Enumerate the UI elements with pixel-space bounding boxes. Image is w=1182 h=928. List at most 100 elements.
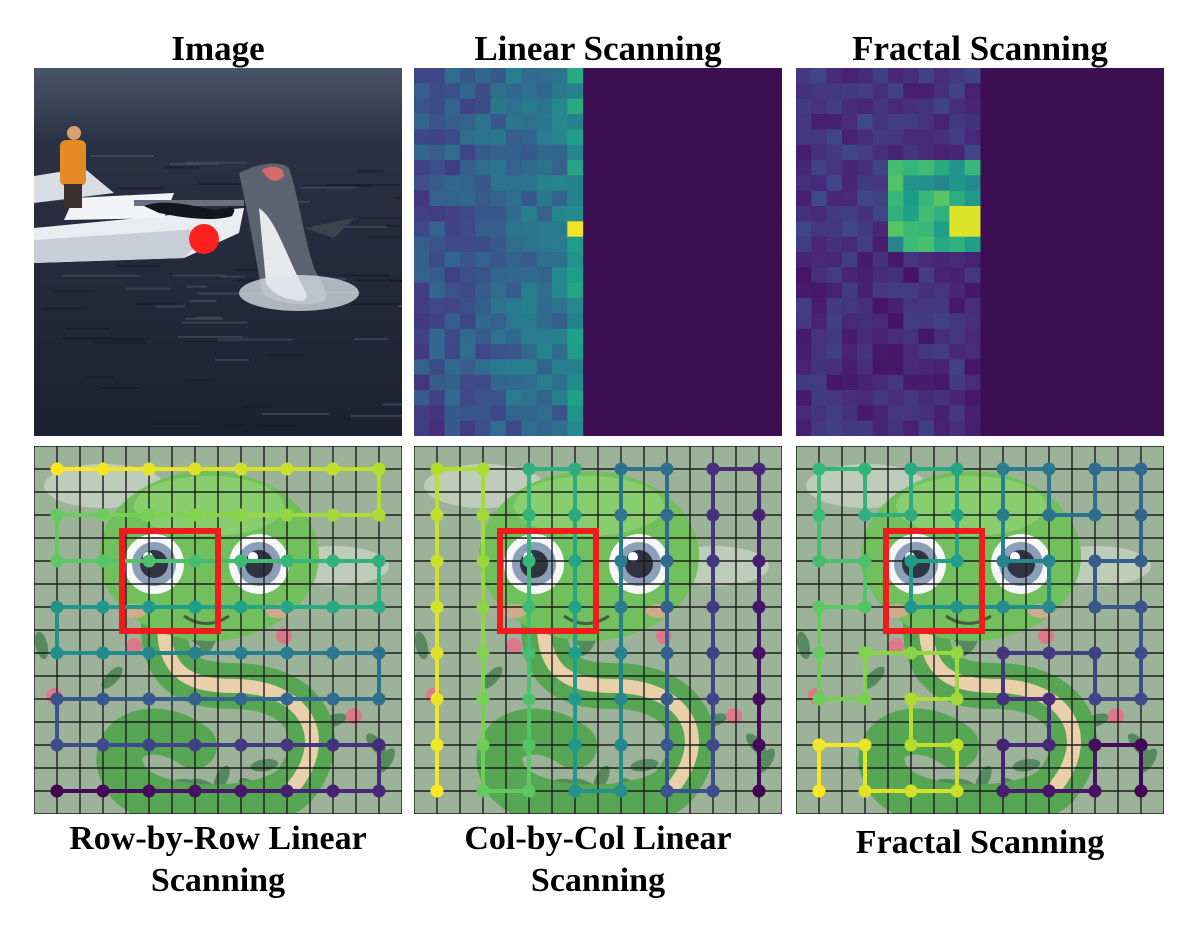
heatmap-cell [872,313,889,330]
heatmap-cell [429,98,446,115]
heatmap-cell [888,129,904,146]
heatmap-cell [842,359,858,376]
heatmap-cell [903,282,920,299]
heatmap-cell [552,206,568,222]
heatmap-cell [414,144,430,161]
title-fractal-scanning: Fractal Scanning [852,29,1108,68]
heatmap-cell [536,405,553,422]
heatmap-cell [888,359,904,376]
heatmap-cell [552,298,568,314]
title-image: Image [171,29,265,68]
heatmap-cell [934,129,950,146]
heatmap-cell [414,405,430,422]
heatmap-cell [429,160,446,176]
heatmap-cell [888,328,904,345]
scan-node [1042,600,1056,614]
scan-node [372,508,386,522]
heatmap-cell [475,298,492,314]
heatmap-cell [842,68,858,84]
heatmap-cell [521,252,538,268]
heatmap-cell [872,221,889,238]
scan-node [50,784,64,798]
heatmap-cell [796,206,812,222]
heatmap-cell [521,344,538,360]
heatmap-cell [949,236,966,253]
heatmap-cell [964,221,981,238]
heatmap-cell [414,390,430,406]
scan-node [568,554,582,568]
scan-node [50,600,64,614]
heatmap-cell [506,252,522,268]
heatmap-cell [414,206,430,222]
heatmap-cell [826,328,843,345]
heatmap-cell [934,252,950,268]
heatmap-cell [444,114,461,130]
heatmap-cell [826,359,843,376]
caption-col-by-col: Col-by-Col Linear Scanning [464,820,732,899]
scan-node [96,554,110,568]
heatmap-cell [429,298,446,314]
heatmap-cell [536,98,553,115]
heatmap-cell [949,206,966,222]
heatmap-cell [872,344,889,360]
scan-node [326,646,340,660]
heatmap-cell [964,420,981,436]
heatmap-cell [842,405,858,422]
scan-node [1134,508,1148,522]
heatmap-cell [857,190,874,207]
scan-node [234,462,248,476]
heatmap-cell [444,390,461,406]
heatmap-cell [842,236,858,253]
heatmap-cell [872,298,889,314]
heatmap-cell [460,98,476,115]
heatmap-cell [567,175,584,192]
heatmap-cell [934,160,950,176]
heatmap-cell [811,282,828,299]
heatmap-cell [934,190,950,207]
heatmap-cell [872,405,889,422]
scan-node [326,784,340,798]
scan-node [476,462,490,476]
heatmap-cell [857,344,874,360]
scan-node [372,600,386,614]
scan-node [280,600,294,614]
heatmap-cell [429,328,446,345]
scan-node [476,600,490,614]
scan-node [96,784,110,798]
heatmap-cell [872,236,889,253]
heatmap-cell [811,420,828,436]
heatmap-cell [460,252,476,268]
scan-path [50,462,386,798]
heatmap-cell [842,114,858,130]
scan-node [430,692,444,706]
heatmap-cell [414,190,430,207]
heatmap-cell [506,267,522,284]
scan-node [996,646,1010,660]
scan-node [280,646,294,660]
shark-photo [34,68,402,436]
heatmap-cell [857,236,874,253]
scan-node [1134,692,1148,706]
heatmap-cell [857,267,874,284]
heatmap-cell [475,221,492,238]
heatmap-cell [506,160,522,176]
heatmap-cell [460,298,476,314]
heatmap-cell [964,144,981,161]
heatmap-cell [552,68,568,84]
heatmap-cell [429,175,446,192]
caption-row-by-row: Row-by-Row Linear Scanning [69,820,367,899]
heatmap-cell [903,175,920,192]
heatmap-cell [949,390,966,406]
scan-node [1134,784,1148,798]
heatmap-cell [490,98,507,115]
scan-node [614,738,628,752]
heatmap-cell [414,129,430,146]
heatmap-cell [506,68,522,84]
scan-node [660,554,674,568]
heatmap-cell [414,298,430,314]
heatmap-cell [842,129,858,146]
heatmap-cell [857,328,874,345]
heatmap-cell [552,221,568,238]
heatmap-cell [811,374,828,391]
heatmap-cell [429,252,446,268]
